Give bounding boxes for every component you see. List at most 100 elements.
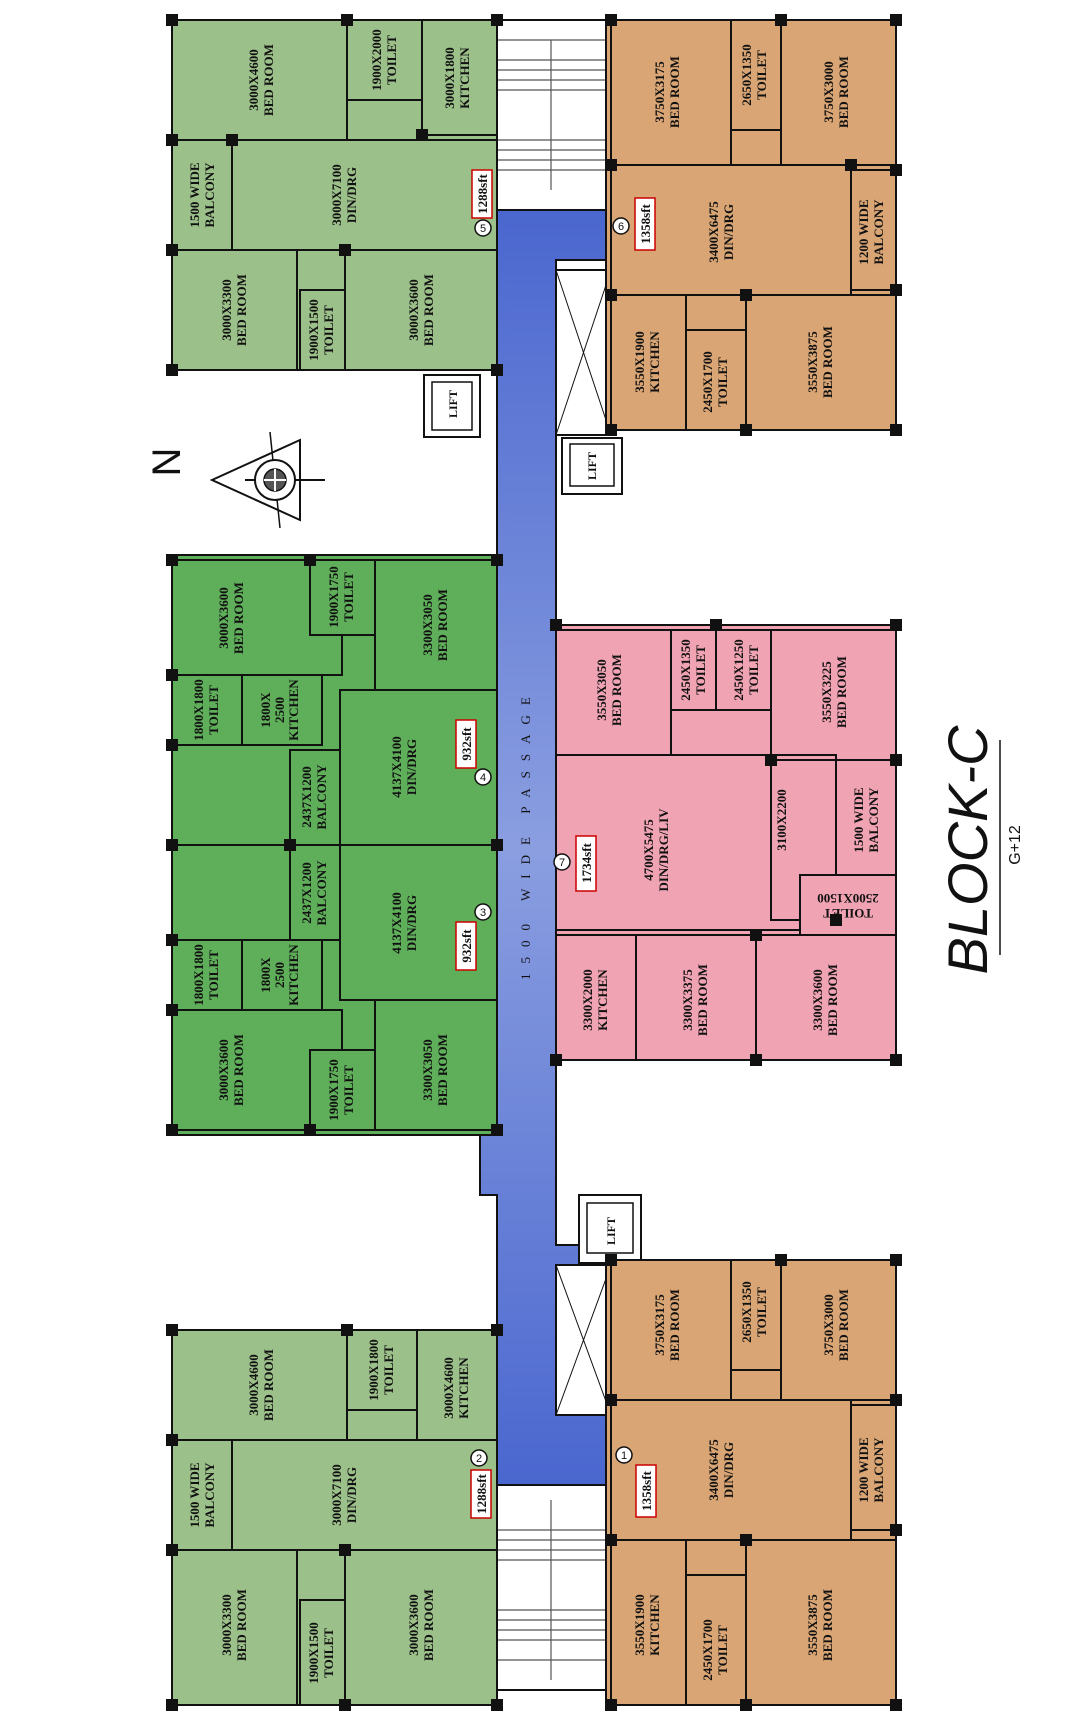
svg-text:3300X2000: 3300X2000 [580, 969, 595, 1030]
unit-1-area: 1358sft [639, 1470, 654, 1510]
svg-text:3000X3300: 3000X3300 [219, 1594, 234, 1655]
svg-text:TOILET: TOILET [341, 1065, 356, 1115]
lift-1: LIFT [423, 374, 481, 438]
svg-text:2437X1200: 2437X1200 [299, 862, 314, 923]
svg-text:2437X1200: 2437X1200 [299, 766, 314, 827]
north-label: N [145, 448, 189, 477]
column [166, 134, 178, 146]
column [605, 14, 617, 26]
svg-text:3550X3225: 3550X3225 [819, 661, 834, 723]
column [845, 159, 857, 171]
column [775, 1254, 787, 1266]
column [166, 1699, 178, 1711]
unit-6 [605, 19, 897, 431]
svg-text:DIN/DRG: DIN/DRG [404, 895, 419, 951]
column [550, 619, 562, 631]
stair-top [496, 19, 607, 211]
svg-text:3000X7100: 3000X7100 [329, 164, 344, 225]
svg-text:BED ROOM: BED ROOM [836, 56, 851, 128]
column [550, 1054, 562, 1066]
svg-text:TOILET: TOILET [715, 1625, 730, 1675]
column [166, 739, 178, 751]
svg-text:KITCHEN: KITCHEN [595, 969, 610, 1031]
svg-text:1800X1800: 1800X1800 [191, 944, 206, 1005]
column [605, 159, 617, 171]
svg-text:BED ROOM: BED ROOM [421, 274, 436, 346]
svg-text:3750X3000: 3750X3000 [821, 61, 836, 122]
unit-2 [171, 1329, 498, 1706]
column [491, 554, 503, 566]
svg-text:BED ROOM: BED ROOM [695, 964, 710, 1036]
column [166, 839, 178, 851]
svg-text:KITCHEN: KITCHEN [647, 1594, 662, 1656]
svg-text:BED ROOM: BED ROOM [261, 44, 276, 116]
lift-2: LIFT [561, 437, 623, 495]
unit-5-marker: 5 1288sft [471, 169, 493, 237]
svg-text:3000X4600: 3000X4600 [441, 1357, 456, 1418]
svg-text:4: 4 [480, 772, 486, 784]
column [304, 1124, 316, 1136]
svg-text:TOILET: TOILET [754, 1287, 769, 1337]
svg-text:BED ROOM: BED ROOM [836, 1289, 851, 1361]
svg-text:3400X6475: 3400X6475 [706, 201, 721, 263]
svg-text:2450X1700: 2450X1700 [700, 1619, 715, 1680]
unit-7 [555, 624, 897, 1061]
svg-text:KITCHEN: KITCHEN [647, 331, 662, 393]
svg-text:KITCHEN: KITCHEN [456, 1357, 471, 1419]
column [166, 1004, 178, 1016]
svg-text:BED ROOM: BED ROOM [609, 654, 624, 726]
subtitle-text: G+12 [1007, 825, 1024, 865]
svg-text:1800X: 1800X [258, 692, 273, 728]
column [339, 1699, 351, 1711]
unit-7-marker: 7 1734sft [553, 835, 597, 892]
svg-text:3000X3600: 3000X3600 [216, 1039, 231, 1100]
svg-text:KITCHEN: KITCHEN [457, 47, 472, 109]
svg-text:2500: 2500 [272, 962, 287, 988]
column [166, 554, 178, 566]
svg-text:1200 WIDE: 1200 WIDE [856, 199, 871, 264]
title-text: BLOCK-C [936, 725, 999, 974]
unit-1 [605, 1259, 897, 1706]
svg-text:TOILET: TOILET [715, 357, 730, 407]
svg-text:1800X1800: 1800X1800 [191, 679, 206, 740]
lift-2-label: LIFT [585, 452, 599, 480]
column [605, 1699, 617, 1711]
svg-text:2650X1350: 2650X1350 [739, 1281, 754, 1342]
svg-text:BED ROOM: BED ROOM [234, 274, 249, 346]
column [740, 424, 752, 436]
svg-text:3750X3175: 3750X3175 [652, 1294, 667, 1356]
column [284, 839, 296, 851]
svg-text:BED ROOM: BED ROOM [825, 964, 840, 1036]
column [491, 364, 503, 376]
svg-text:DIN/DRG/LIV: DIN/DRG/LIV [656, 808, 671, 892]
column [166, 1544, 178, 1556]
svg-text:TOILET: TOILET [381, 1345, 396, 1395]
unit-2-marker: 2 1288sft [470, 1449, 492, 1519]
column [491, 1124, 503, 1136]
unit-4-area: 932sft [459, 727, 474, 761]
svg-text:1900X1750: 1900X1750 [326, 1059, 341, 1120]
unit-5 [171, 19, 498, 371]
column [740, 1534, 752, 1546]
column [890, 164, 902, 176]
column [166, 669, 178, 681]
column [166, 14, 178, 26]
lift-1-label: LIFT [446, 390, 460, 418]
